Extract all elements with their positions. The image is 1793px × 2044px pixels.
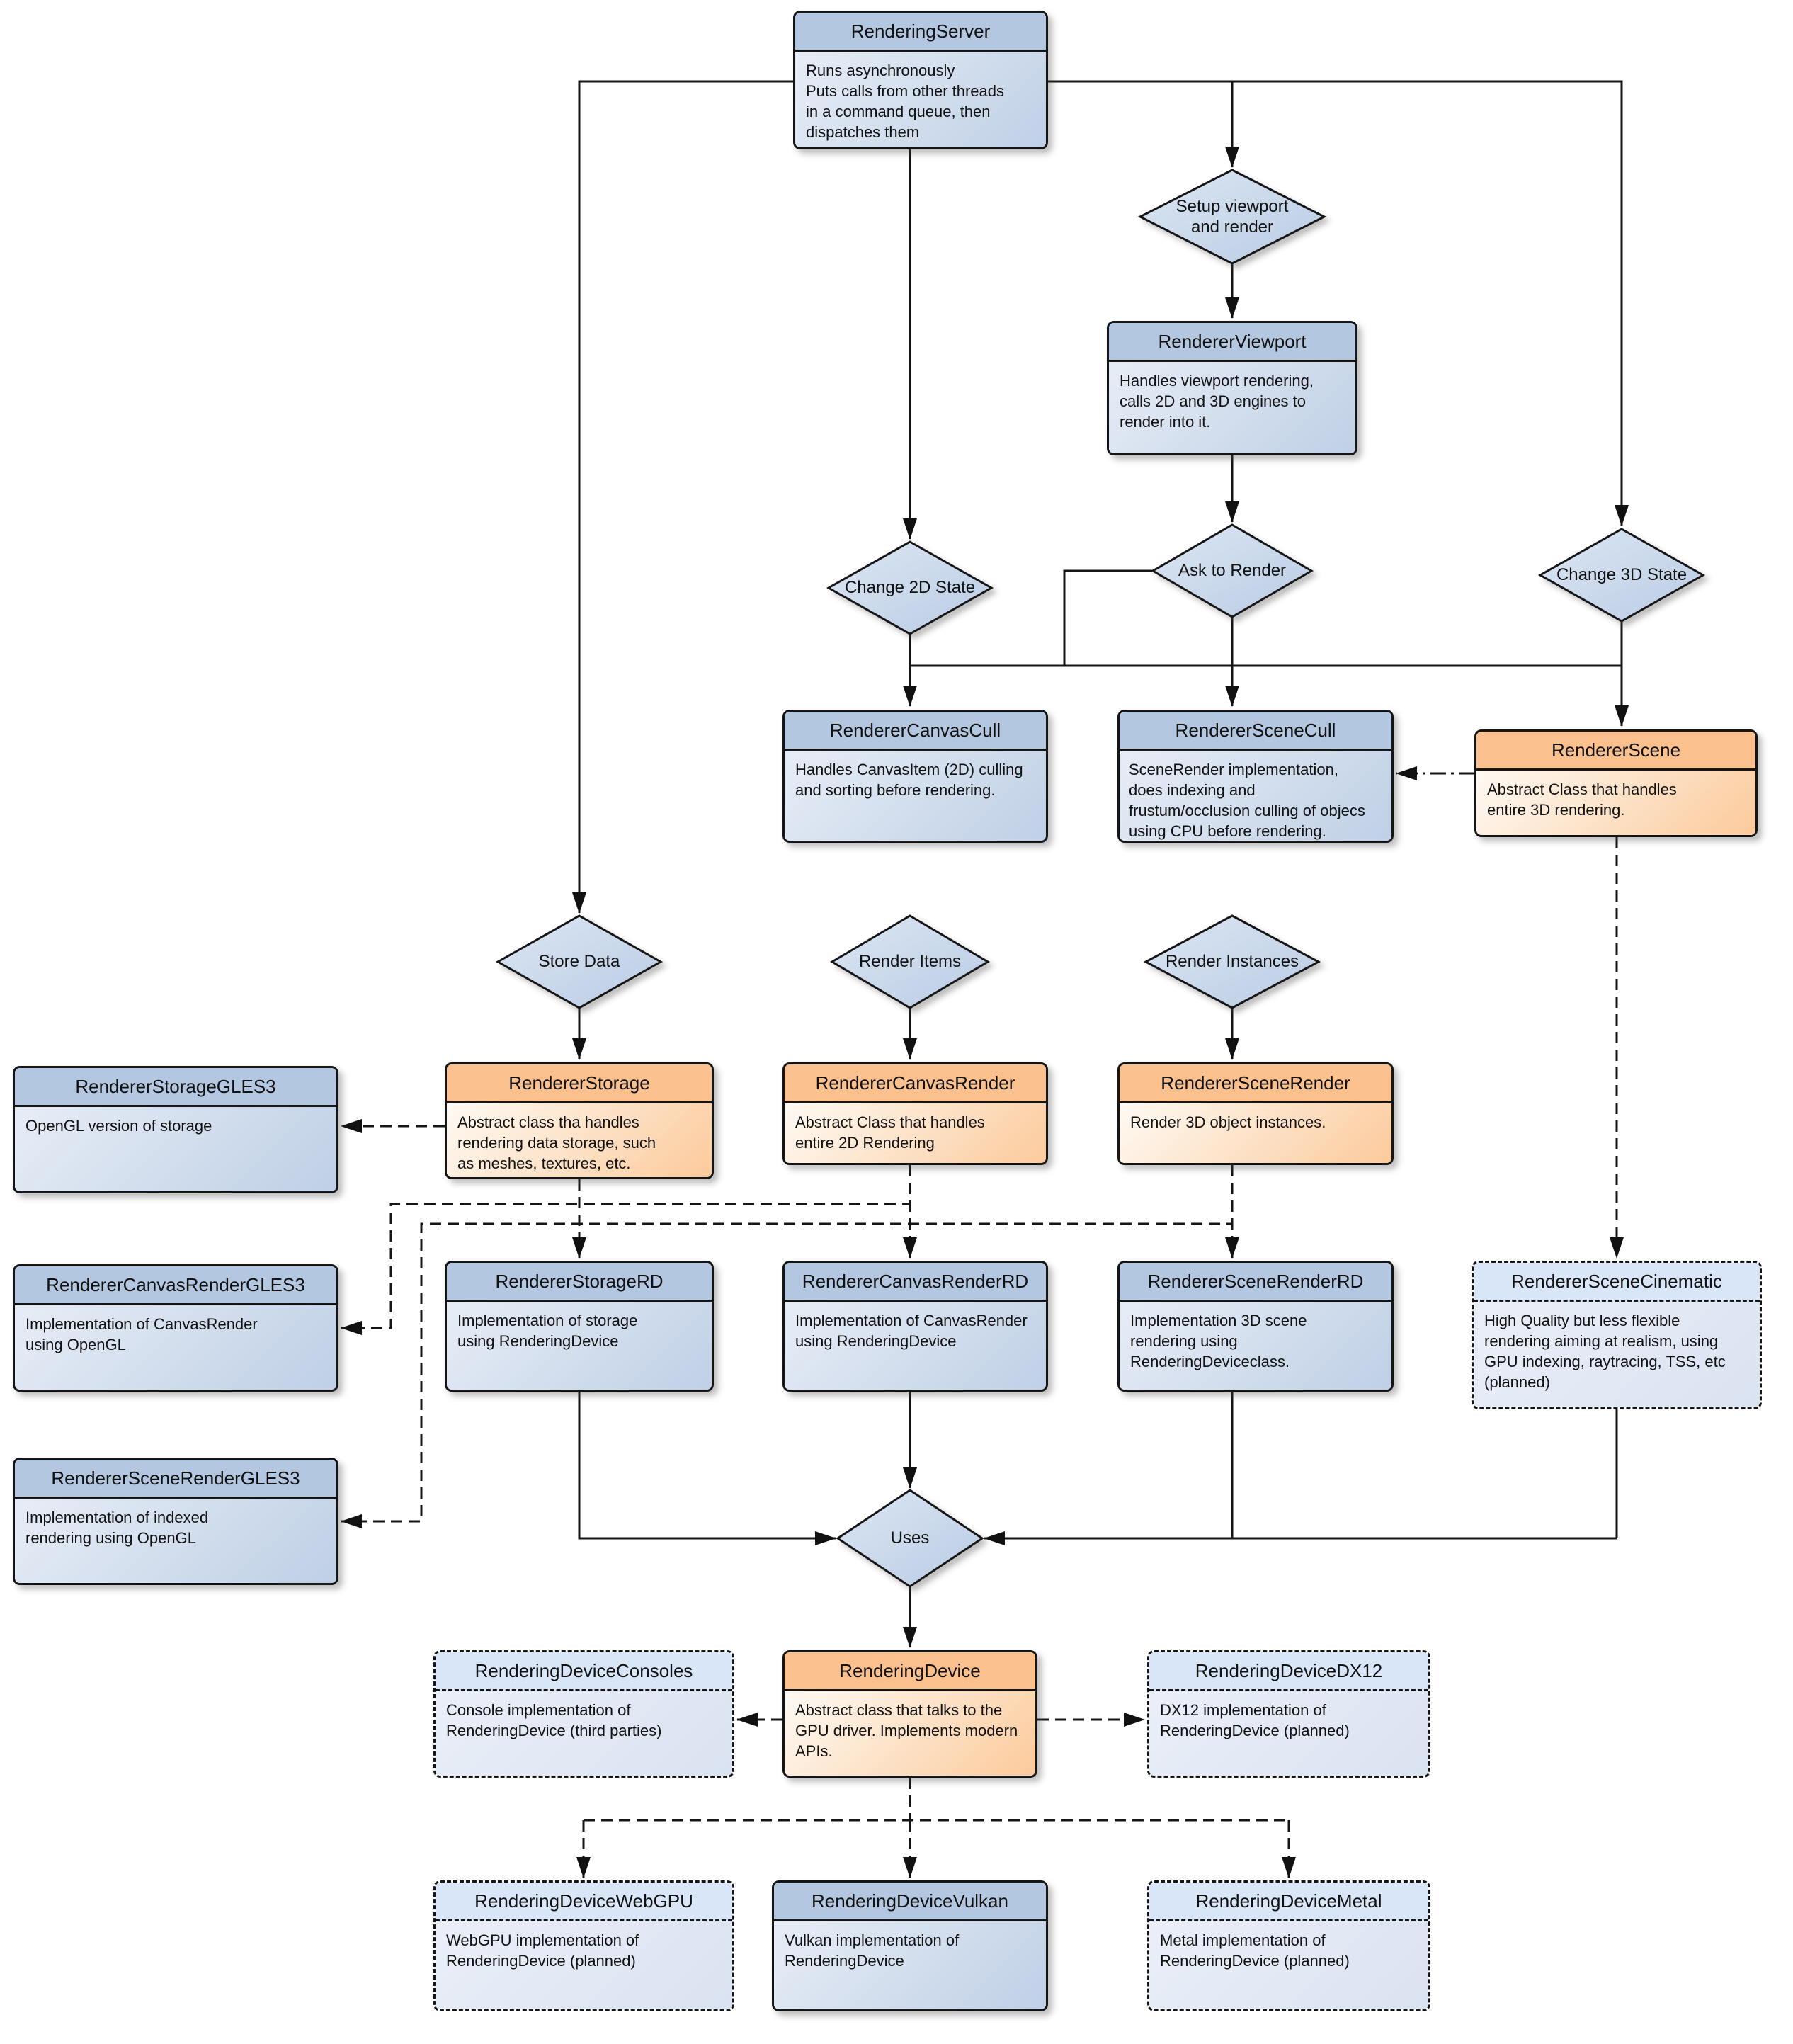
- node-renderer-scene-render-gles3: RendererSceneRenderGLES3 Implementation …: [13, 1458, 338, 1585]
- decision-uses: Uses: [890, 1528, 930, 1548]
- node-rendering-device-webgpu: RenderingDeviceWebGPU WebGPU implementat…: [433, 1880, 734, 2011]
- edge-ask-left-elbow: [1063, 569, 1153, 666]
- node-title: RendererSceneRender: [1120, 1064, 1391, 1103]
- node-title: RendererSceneRenderRD: [1120, 1263, 1391, 1302]
- node-body: Handles CanvasItem (2D) culling and sort…: [785, 751, 1046, 841]
- node-renderer-scene-render-rd: RendererSceneRenderRD Implementation 3D …: [1117, 1261, 1394, 1392]
- node-body: Abstract Class that handles entire 3D re…: [1476, 771, 1755, 835]
- node-body: Abstract Class that handles entire 2D Re…: [785, 1103, 1046, 1163]
- decision-setup-viewport: Setup viewport and render: [1176, 196, 1289, 237]
- node-body: Abstract class that talks to the GPU dri…: [785, 1691, 1035, 1776]
- node-renderer-canvas-render-rd: RendererCanvasRenderRD Implementation of…: [782, 1261, 1048, 1392]
- decision-ask-to-render: Ask to Render: [1178, 561, 1287, 581]
- node-rendering-device-dx12: RenderingDeviceDX12 DX12 implementation …: [1147, 1650, 1430, 1778]
- node-rendering-server: RenderingServer Runs asynchronously Puts…: [793, 11, 1048, 149]
- node-renderer-scene-cinematic: RendererSceneCinematic High Quality but …: [1472, 1261, 1762, 1409]
- node-body: Implementation of storage using Renderin…: [447, 1302, 712, 1390]
- node-title: RendererCanvasRenderGLES3: [15, 1266, 336, 1305]
- node-title: RendererSceneCinematic: [1474, 1263, 1760, 1302]
- node-body: WebGPU implementation of RenderingDevice…: [436, 1921, 732, 2009]
- node-body: DX12 implementation of RenderingDevice (…: [1149, 1691, 1428, 1776]
- node-body: Runs asynchronously Puts calls from othe…: [795, 52, 1046, 147]
- node-title: RendererSceneCull: [1120, 712, 1391, 751]
- node-rendering-device-metal: RenderingDeviceMetal Metal implementatio…: [1147, 1880, 1430, 2011]
- node-title: RenderingDeviceDX12: [1149, 1652, 1428, 1691]
- decision-shape-render-items: [830, 914, 990, 1009]
- decision-change-2d-state: Change 2D State: [844, 578, 976, 598]
- node-title: RendererCanvasCull: [785, 712, 1046, 751]
- node-title: RendererCanvasRenderRD: [785, 1263, 1046, 1302]
- decision-store-data: Store Data: [538, 952, 620, 972]
- node-body: Vulkan implementation of RenderingDevice: [774, 1921, 1046, 2009]
- decision-shape-change-2d: [826, 540, 994, 635]
- node-body: Implementation of indexed rendering usin…: [15, 1499, 336, 1583]
- node-renderer-canvas-render-gles3: RendererCanvasRenderGLES3 Implementation…: [13, 1264, 338, 1392]
- solid-connectors: [572, 80, 1629, 1648]
- node-renderer-canvas-cull: RendererCanvasCull Handles CanvasItem (2…: [782, 710, 1048, 843]
- node-renderer-canvas-render: RendererCanvasRender Abstract Class that…: [782, 1062, 1048, 1165]
- node-renderer-scene-cull: RendererSceneCull SceneRender implementa…: [1117, 710, 1394, 843]
- decision-change-3d-state: Change 3D State: [1556, 565, 1687, 585]
- node-renderer-storage-rd: RendererStorageRD Implementation of stor…: [445, 1261, 714, 1392]
- node-body: Abstract class tha handles rendering dat…: [447, 1103, 712, 1177]
- node-title: RendererScene: [1476, 732, 1755, 771]
- node-title: RenderingDeviceMetal: [1149, 1883, 1428, 1921]
- dashed-connectors: [341, 837, 1624, 1878]
- node-rendering-device-vulkan: RenderingDeviceVulkan Vulkan implementat…: [772, 1880, 1048, 2011]
- node-renderer-storage-gles3: RendererStorageGLES3 OpenGL version of s…: [13, 1066, 338, 1193]
- node-title: RenderingDeviceWebGPU: [436, 1883, 732, 1921]
- node-title: RenderingDevice: [785, 1652, 1035, 1691]
- edge-server-to-change-3d: [1048, 80, 1629, 526]
- node-title: RendererStorageRD: [447, 1263, 712, 1302]
- node-body: Implementation of CanvasRender using Ren…: [785, 1302, 1046, 1390]
- node-renderer-scene-render: RendererSceneRender Render 3D object ins…: [1117, 1062, 1394, 1165]
- decision-shapes: [495, 169, 1706, 1588]
- decision-shape-store-data: [495, 914, 664, 1009]
- node-renderer-storage: RendererStorage Abstract class tha handl…: [445, 1062, 714, 1179]
- node-title: RendererViewport: [1109, 323, 1355, 362]
- node-renderer-viewport: RendererViewport Handles viewport render…: [1107, 321, 1357, 455]
- node-body: High Quality but less flexible rendering…: [1474, 1302, 1760, 1407]
- edge-server-to-store-data: [572, 80, 793, 914]
- node-body: OpenGL version of storage: [15, 1107, 336, 1191]
- node-renderer-scene: RendererScene Abstract Class that handle…: [1474, 729, 1758, 837]
- node-body: Render 3D object instances.: [1120, 1103, 1391, 1163]
- node-body: Metal implementation of RenderingDevice …: [1149, 1921, 1428, 2009]
- node-title: RenderingServer: [795, 13, 1046, 52]
- node-rendering-device: RenderingDevice Abstract class that talk…: [782, 1650, 1037, 1778]
- edge-storage-rd-to-uses: [578, 1392, 836, 1545]
- node-body: Console implementation of RenderingDevic…: [436, 1691, 732, 1776]
- node-title: RenderingDeviceVulkan: [774, 1883, 1046, 1921]
- node-title: RendererStorageGLES3: [15, 1068, 336, 1107]
- decision-render-items: Render Items: [858, 952, 962, 972]
- decision-shape-ask-to-render: [1151, 523, 1314, 618]
- node-body: SceneRender implementation, does indexin…: [1120, 751, 1391, 841]
- node-title: RenderingDeviceConsoles: [436, 1652, 732, 1691]
- node-title: RendererSceneRenderGLES3: [15, 1460, 336, 1499]
- node-body: Handles viewport rendering, calls 2D and…: [1109, 362, 1355, 453]
- node-title: RendererStorage: [447, 1064, 712, 1103]
- decision-shape-uses: [836, 1489, 984, 1588]
- node-title: RendererCanvasRender: [785, 1064, 1046, 1103]
- node-body: Implementation 3D scene rendering using …: [1120, 1302, 1391, 1390]
- decision-render-instances: Render Instances: [1165, 952, 1299, 972]
- decision-shape-change-3d: [1537, 528, 1706, 623]
- decision-shape-render-instances: [1143, 914, 1321, 1009]
- decision-shape-setup-viewport: [1137, 169, 1327, 265]
- node-body: Implementation of CanvasRender using Ope…: [15, 1305, 336, 1390]
- node-rendering-device-consoles: RenderingDeviceConsoles Console implemen…: [433, 1650, 734, 1778]
